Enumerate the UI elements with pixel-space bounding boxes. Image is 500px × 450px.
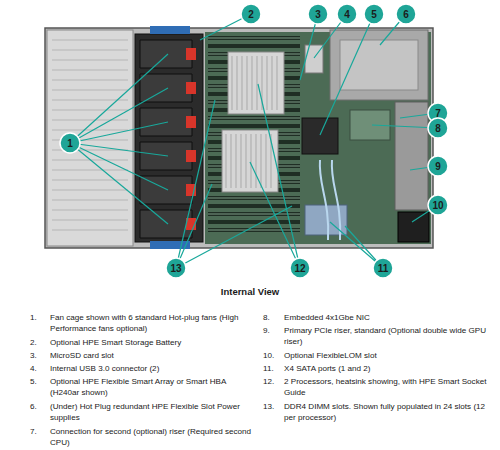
callout-number: 10: [427, 194, 449, 216]
leader-lines: [70, 14, 438, 268]
item-number: 9.: [263, 325, 283, 336]
callout-circle-fill: [373, 258, 393, 278]
callout-circle: 3: [307, 3, 329, 25]
item-description: Optional HPE Flexible Smart Array or Sma…: [50, 376, 256, 398]
item-number: 6.: [30, 401, 48, 412]
item-number: 2.: [30, 337, 48, 348]
item-description: 2 Processors, heatsink showing, with HPE…: [284, 376, 494, 398]
callout-circle-fill: [166, 258, 186, 278]
item-number: 12.: [263, 376, 283, 387]
bay-mesh: [52, 40, 128, 230]
item-description: Internal USB 3.0 connector (2): [50, 363, 256, 374]
callout-circle-fill: [241, 4, 261, 24]
fan-modules: [140, 40, 192, 238]
callout-circle-fill: [396, 4, 416, 24]
callout-number: 1: [59, 132, 81, 154]
item-description: Fan cage shown with 6 standard Hot-plug …: [50, 312, 256, 334]
dimm-slots: [208, 38, 300, 230]
diagram-title: Internal View: [0, 286, 500, 297]
callout-number: 5: [363, 3, 385, 25]
system-board: [205, 32, 431, 244]
callout-number: 2: [240, 3, 262, 25]
callout-number: 6: [395, 3, 417, 25]
callout-circle: 4: [336, 3, 358, 25]
smart-array-card: [302, 118, 338, 154]
callout-number: 4: [336, 3, 358, 25]
callout-circle: 8: [427, 117, 449, 139]
drive-bay: [47, 30, 133, 246]
callout-circle-fill: [364, 4, 384, 24]
pcie-riser: [395, 102, 428, 210]
heatsink-fins: [226, 56, 277, 188]
callout-number: 11: [372, 257, 394, 279]
item-number: 8.: [263, 312, 283, 323]
item-description: (Under) Hot Plug redundant HPE Flexible …: [50, 401, 256, 423]
item-description: Optional HPE Smart Storage Battery: [50, 337, 256, 348]
chassis: [45, 28, 433, 248]
callout-circle: 13: [165, 257, 187, 279]
fan-cage: [135, 34, 203, 242]
blue-latches: [150, 26, 190, 249]
callout-number: 12: [289, 257, 311, 279]
item-number: 11.: [263, 363, 283, 374]
item-number: 4.: [30, 363, 48, 374]
callout-circle-fill: [60, 133, 80, 153]
callout-circle: 11: [372, 257, 394, 279]
item-description: X4 SATA ports (1 and 2): [284, 363, 494, 374]
item-number: 5.: [30, 376, 48, 387]
item-number: 10.: [263, 350, 283, 361]
callout-circle-fill: [428, 156, 448, 176]
callout-number: 8: [427, 117, 449, 139]
heatsink-1: [228, 52, 284, 114]
power-supply-cage: [330, 30, 428, 100]
callout-circle: 1: [59, 132, 81, 154]
callout-number: 9: [427, 155, 449, 177]
heatsink-2: [222, 130, 278, 192]
callout-circle: 9: [427, 155, 449, 177]
item-number: 1.: [30, 312, 48, 323]
callout-circle-fill: [337, 4, 357, 24]
item-number: 3.: [30, 350, 48, 361]
callout-circle: 5: [363, 3, 385, 25]
callout-circle: 6: [395, 3, 417, 25]
callout-circle-fill: [290, 258, 310, 278]
callout-circle-fill: [308, 4, 328, 24]
callout-circle: 12: [289, 257, 311, 279]
callout-circle: 2: [240, 3, 262, 25]
callout-number: 3: [307, 3, 329, 25]
item-description: DDR4 DIMM slots. Shown fully populated i…: [284, 401, 494, 423]
callout-circle-fill: [428, 195, 448, 215]
item-description: Optional FlexibleLOM slot: [284, 350, 494, 361]
item-description: Connection for second (optional) riser (…: [50, 426, 256, 448]
flexiblelom-slot: [398, 212, 429, 242]
item-description: Embedded 4x1Gbe NIC: [284, 312, 494, 323]
callout-circle: 10: [427, 194, 449, 216]
callout-number: 13: [165, 257, 187, 279]
item-description: MicroSD card slot: [50, 350, 256, 361]
callout-circle-fill: [428, 118, 448, 138]
item-number: 7.: [30, 426, 48, 437]
dimm-highlights: [208, 38, 300, 230]
item-description: Primary PCIe riser, standard (Optional d…: [284, 325, 494, 347]
item-number: 13.: [263, 401, 283, 412]
